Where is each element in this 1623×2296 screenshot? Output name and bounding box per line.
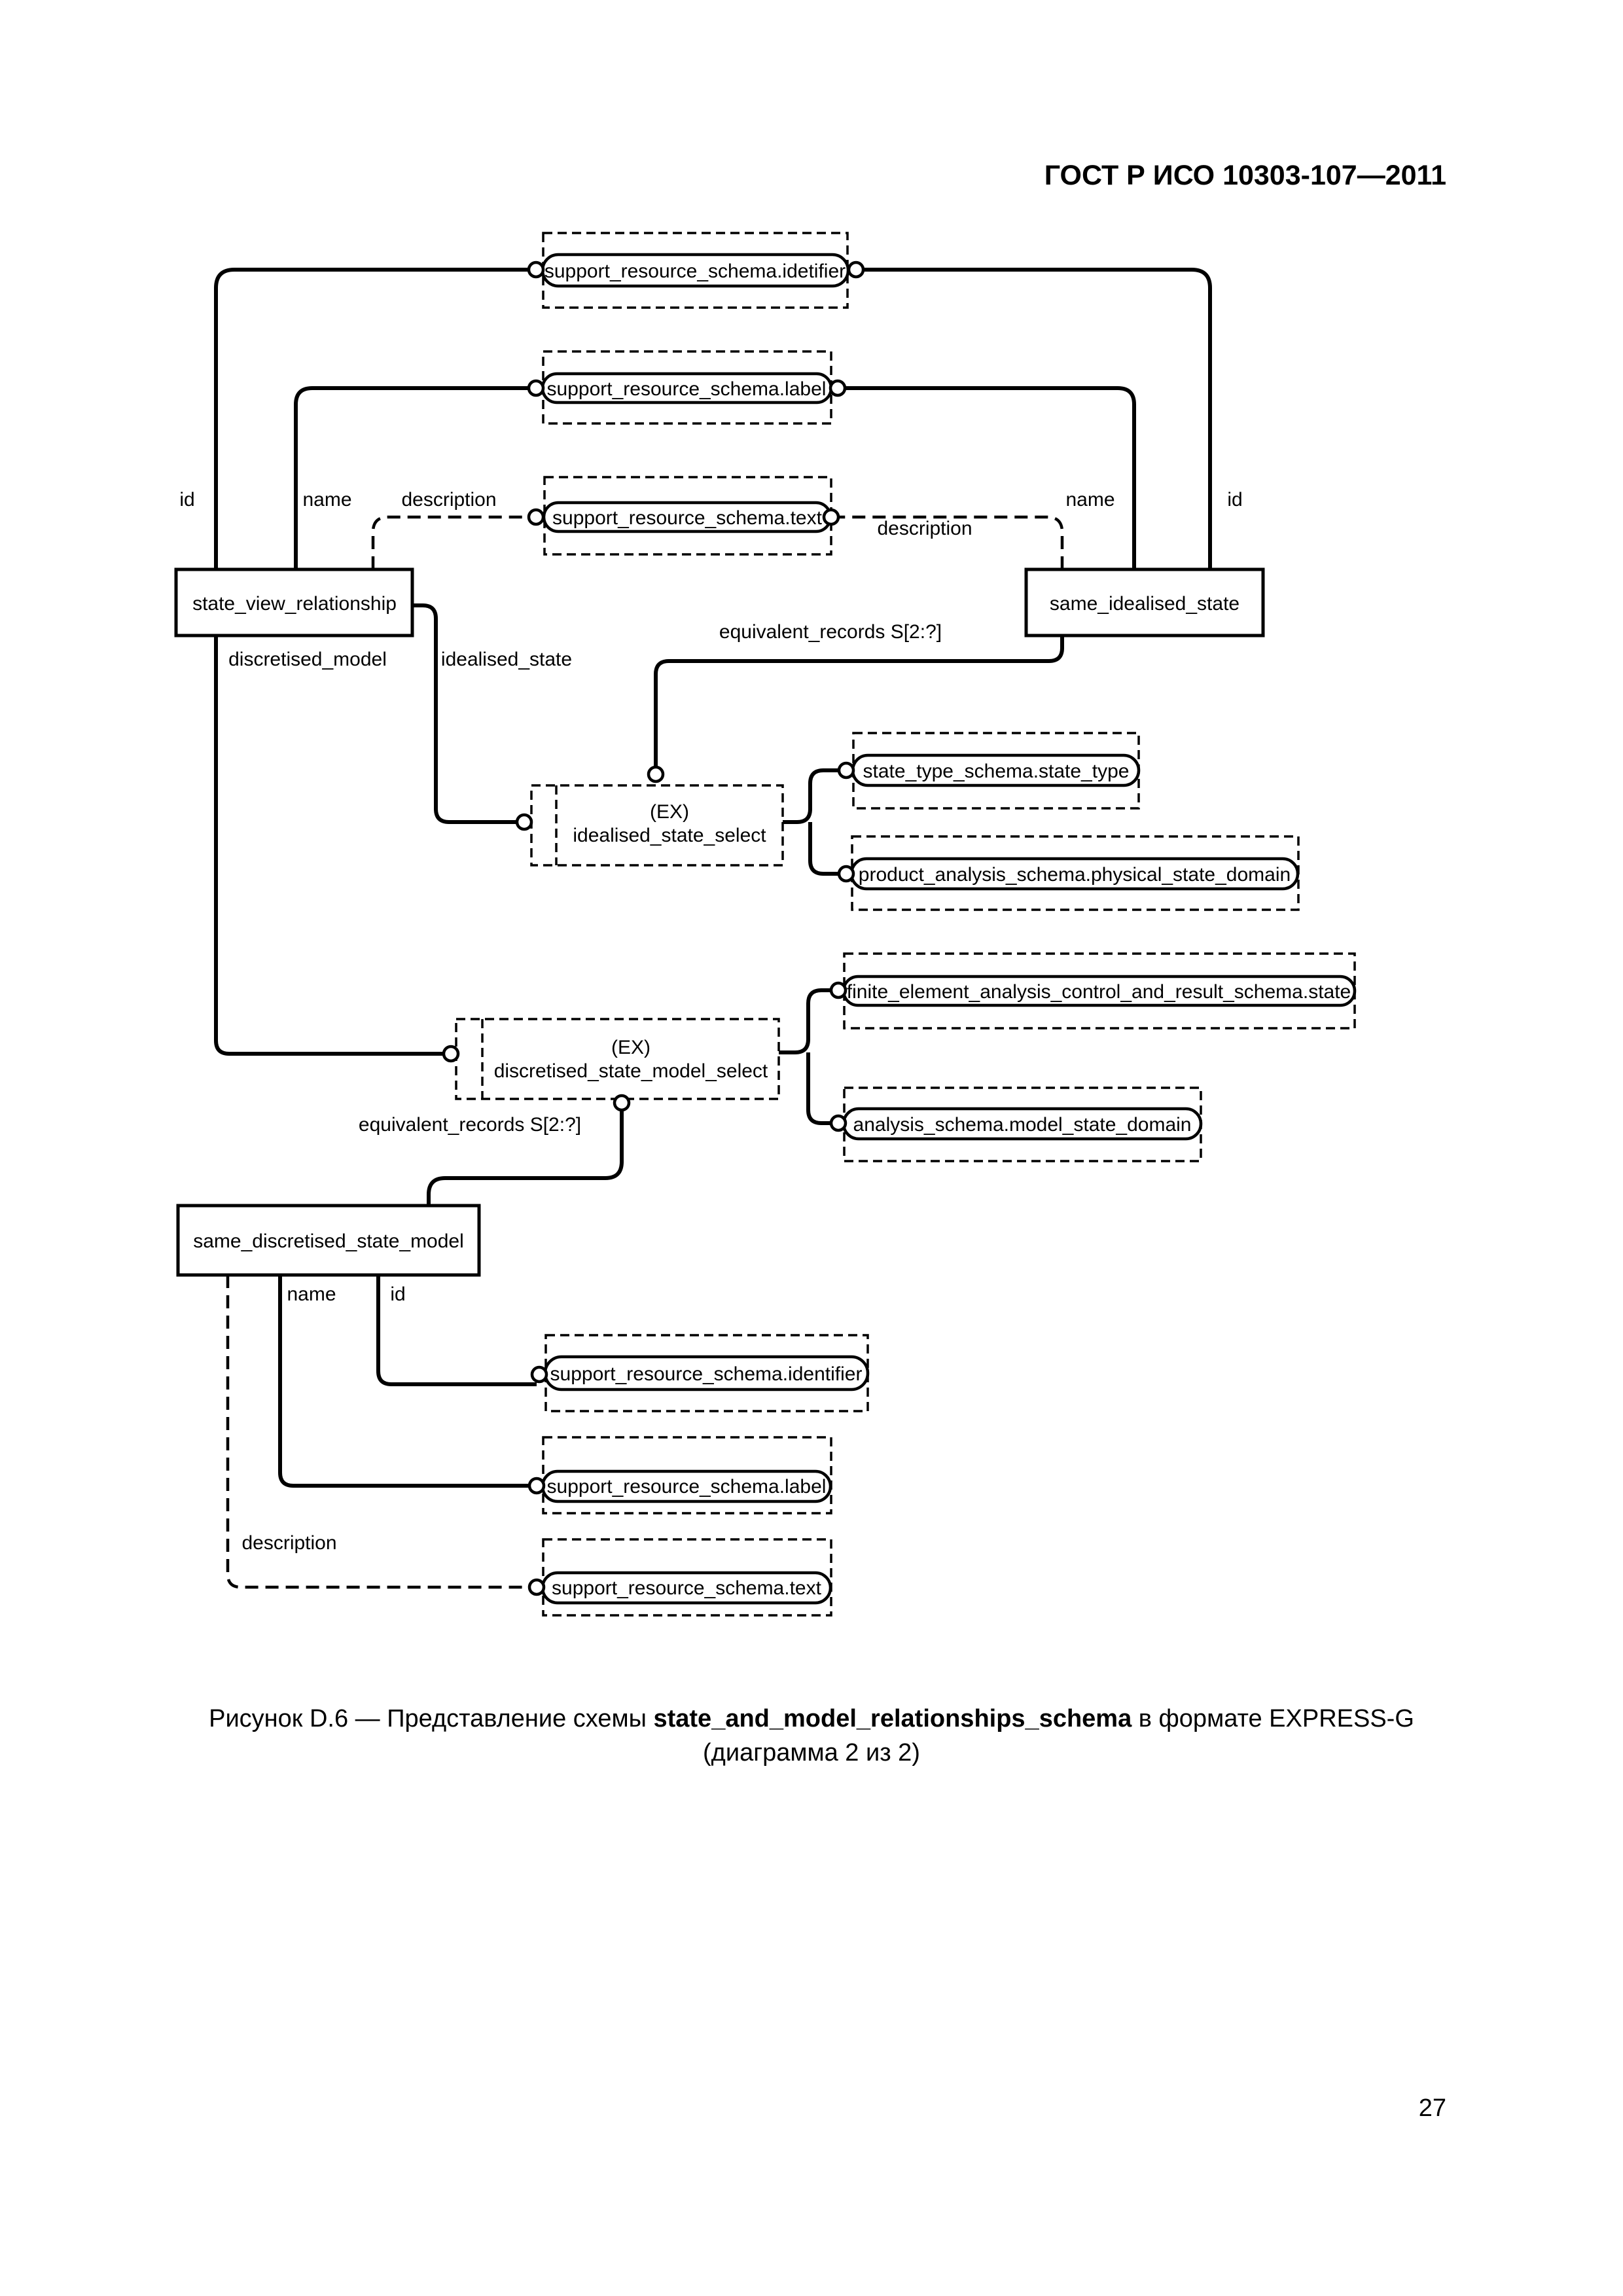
- entity-boxes: [174, 567, 1265, 1277]
- relationship-lines: [214, 268, 1212, 1589]
- type-idetifier: support_resource_schema.idetifier: [544, 260, 846, 282]
- select-discretised-tag: (EX): [611, 1037, 651, 1058]
- page-number: 27: [1418, 2094, 1446, 2122]
- standard-header: ГОСТ Р ИСО 10303-107—2011: [1044, 160, 1446, 191]
- type-physical-state-domain: product_analysis_schema.physical_state_d…: [859, 864, 1291, 886]
- select-idealised-name: idealised_state_select: [573, 825, 766, 846]
- attr-equivalent-records-bottom: equivalent_records S[2:?]: [359, 1114, 581, 1136]
- attr-sdsm-description: description: [241, 1532, 336, 1554]
- select-discretised-name: discretised_state_model_select: [494, 1060, 768, 1082]
- type-model-state-domain: analysis_schema.model_state_domain: [853, 1114, 1192, 1136]
- attr-idealised-state: idealised_state: [441, 649, 572, 670]
- type-label-top: support_resource_schema.label: [547, 378, 827, 400]
- attr-sdsm-id: id: [390, 1283, 405, 1305]
- relationship-circles: [442, 260, 865, 1596]
- caption-suffix: в формате EXPRESS-G: [1132, 1705, 1414, 1732]
- figure-caption: Рисунок D.6 — Представление схемы state_…: [98, 1702, 1525, 1770]
- caption-prefix: Рисунок D.6 — Представление схемы: [209, 1705, 654, 1732]
- type-state-type: state_type_schema.state_type: [863, 761, 1130, 782]
- entity-state-view-relationship: state_view_relationship: [192, 593, 397, 615]
- type-identifier: support_resource_schema.identifier: [550, 1363, 863, 1385]
- attr-equivalent-records-top: equivalent_records S[2:?]: [719, 621, 942, 643]
- type-label-bottom: support_resource_schema.label: [547, 1476, 827, 1498]
- attr-discretised-model: discretised_model: [228, 649, 387, 670]
- diagram-labels: state_view_relationship same_idealised_s…: [179, 260, 1351, 1599]
- select-boxes: [455, 784, 784, 1100]
- type-fea-state: finite_element_analysis_control_and_resu…: [847, 981, 1351, 1003]
- entity-same-discretised-state-model: same_discretised_state_model: [193, 1230, 464, 1252]
- type-boxes: [541, 232, 1357, 1617]
- attr-sis-description: description: [877, 518, 972, 539]
- select-idealised-tag: (EX): [650, 801, 689, 823]
- type-text-top: support_resource_schema.text: [552, 507, 823, 529]
- caption-line-1: Рисунок D.6 — Представление схемы state_…: [98, 1702, 1525, 1736]
- attr-svr-description: description: [401, 489, 496, 511]
- caption-line-2: (диаграмма 2 из 2): [703, 1739, 920, 1767]
- attr-svr-name: name: [302, 489, 351, 511]
- attr-sis-id: id: [1227, 489, 1242, 511]
- type-text-bottom: support_resource_schema.text: [552, 1577, 822, 1599]
- attr-sdsm-name: name: [287, 1283, 336, 1305]
- caption-schema-name: state_and_model_relationships_schema: [653, 1705, 1132, 1732]
- attr-sis-name: name: [1065, 489, 1115, 511]
- entity-same-idealised-state: same_idealised_state: [1050, 593, 1240, 615]
- attr-svr-id: id: [179, 489, 194, 511]
